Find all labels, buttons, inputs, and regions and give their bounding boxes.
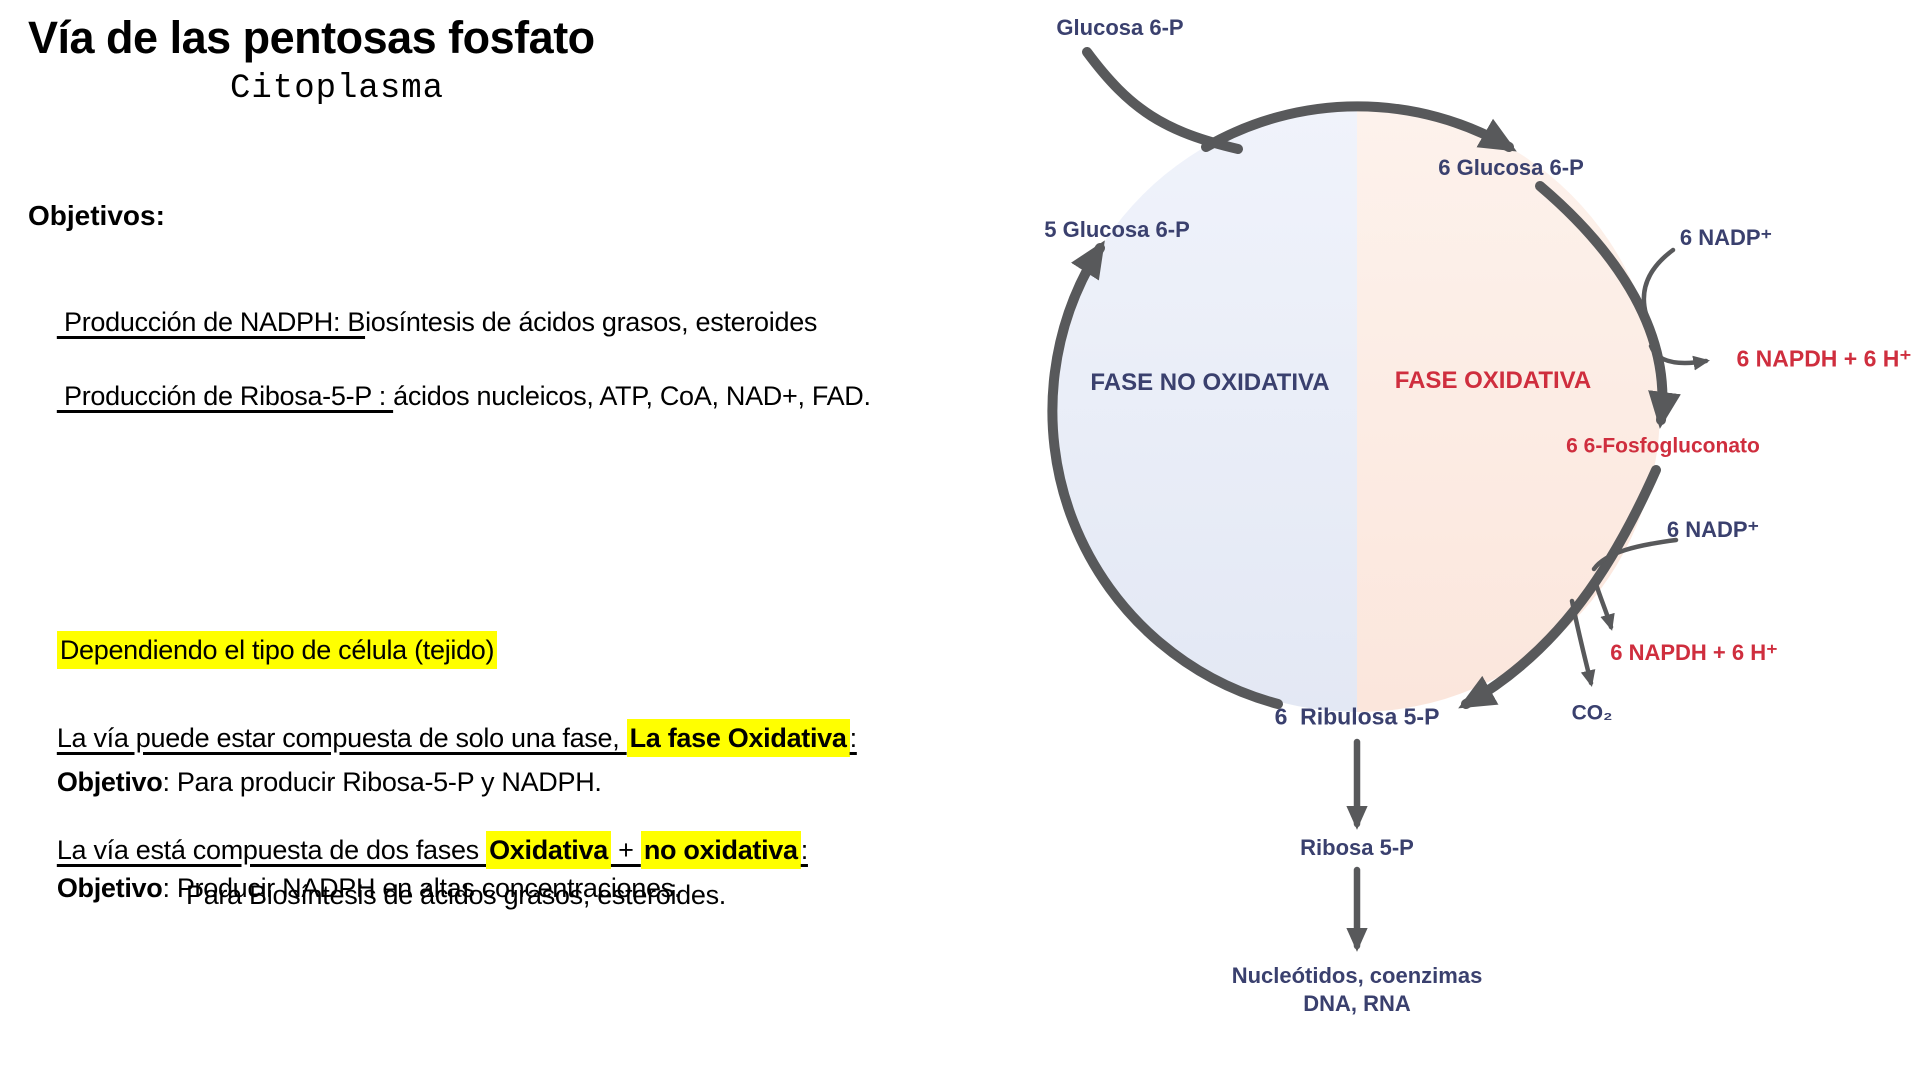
para2-line3: Para Biosíntesis de ácidos grasos, ester… bbox=[186, 880, 726, 910]
subtitle-citoplasma: Citoplasma bbox=[230, 70, 445, 108]
glucosa-feed-arrow bbox=[1082, 47, 1243, 154]
para1-line2: Objetivo: Para producir Ribosa-5-P y NAD… bbox=[28, 736, 602, 829]
oxidative-arc2-arrow bbox=[1458, 465, 1661, 709]
label-6-ribulosa-5p: 6 Ribulosa 5-P bbox=[1274, 703, 1440, 730]
bullet-nadph-underlined: Producción de NADPH: B bbox=[56, 307, 366, 337]
label-nadp-2: 6 NADP⁺ bbox=[1666, 516, 1760, 542]
bullet-ribosa-underlined: Producción de Ribosa-5-P : bbox=[56, 381, 394, 411]
cell-type-note: Dependiendo el tipo de célula (tejido) bbox=[28, 604, 498, 697]
para2-line1: La vía está compuesta de dos fases Oxida… bbox=[28, 804, 808, 897]
label-nucleotidos-coenzimas: Nucleótidos, coenzimas bbox=[1231, 962, 1483, 988]
nadph1-out-arrow bbox=[1648, 343, 1710, 371]
para2-plus: + bbox=[610, 835, 641, 865]
nadp1-in-curve bbox=[1641, 247, 1676, 317]
para1-objective-label: Objetivo bbox=[56, 767, 163, 797]
label-ribosa-5p: Ribosa 5-P bbox=[1300, 834, 1414, 860]
oxidative-arc1-arrow bbox=[1535, 181, 1681, 429]
label-5-glucosa-6p: 5 Glucosa 6-P bbox=[1044, 216, 1190, 242]
label-fase-no-oxidativa: FASE NO OXIDATIVA bbox=[1090, 368, 1330, 396]
pentose-pathway-diagram: Glucosa 6-P 5 Glucosa 6-P 6 Glucosa 6-P … bbox=[800, 0, 1920, 1080]
para1-lead: La vía puede estar compuesta de solo una… bbox=[56, 723, 627, 753]
top-arc-arrow bbox=[1201, 101, 1517, 152]
label-co2: CO₂ bbox=[1571, 701, 1613, 725]
para1-line1: La vía puede estar compuesta de solo una… bbox=[28, 692, 857, 785]
label-dna-rna: DNA, RNA bbox=[1303, 990, 1411, 1016]
para2-objective-text: : Producir NADPH en altas concentracione… bbox=[162, 873, 682, 903]
oxidative-half-circle bbox=[1357, 106, 1660, 712]
para2-highlight-no-oxidativa: no oxidativa bbox=[640, 831, 801, 869]
pathway-diagram-svg bbox=[1047, 47, 1710, 952]
bullet-nadph: Producción de NADPH: Biosíntesis de ácid… bbox=[28, 276, 817, 369]
cycle-arrows bbox=[1047, 47, 1681, 709]
label-6-fosfogluconato: 6 6-Fosfogluconato bbox=[1566, 434, 1760, 458]
bullet-ribosa-rest: ácidos nucleicos, ATP, CoA, NAD+, FAD. bbox=[393, 381, 871, 411]
para2-highlight-oxidativa: Oxidativa bbox=[486, 831, 611, 869]
label-nadp-1: 6 NADP⁺ bbox=[1679, 224, 1773, 250]
label-nadph-2: 6 NAPDH + 6 H⁺ bbox=[1610, 639, 1778, 665]
label-6-glucosa-6p: 6 Glucosa 6-P bbox=[1438, 154, 1584, 180]
cell-type-note-highlight: Dependiendo el tipo de célula (tejido) bbox=[56, 631, 498, 669]
bullet-nadph-rest: iosíntesis de ácidos grasos, esteroides bbox=[365, 307, 818, 337]
para2-line2: Objetivo: Producir NADPH en altas concen… bbox=[28, 842, 682, 935]
para2-objective-label: Objetivo bbox=[56, 873, 163, 903]
non-oxidative-half-circle bbox=[1054, 106, 1357, 712]
label-fase-oxidativa: FASE OXIDATIVA bbox=[1394, 366, 1592, 394]
cofactor-arrows bbox=[1569, 247, 1710, 687]
para1-colon: : bbox=[849, 723, 858, 753]
bullet-ribosa: Producción de Ribosa-5-P : ácidos nuclei… bbox=[28, 350, 871, 443]
nadp2-in-curve bbox=[1591, 537, 1679, 572]
para1-highlight: La fase Oxidativa bbox=[626, 719, 850, 757]
non-oxidative-return-arrow bbox=[1047, 240, 1283, 709]
para1-objective-text: : Para producir Ribosa-5-P y NADPH. bbox=[162, 767, 602, 797]
para2-lead: La vía está compuesta de dos fases bbox=[56, 835, 487, 865]
objectives-heading: Objetivos: bbox=[28, 200, 165, 231]
page-title: Vía de las pentosas fosfato bbox=[28, 12, 595, 63]
label-glucosa-6p-input: Glucosa 6-P bbox=[1056, 14, 1184, 40]
label-nadph-1: 6 NAPDH + 6 H⁺ bbox=[1736, 345, 1912, 372]
co2-out-arrow bbox=[1569, 598, 1596, 687]
nadph2-out-arrow bbox=[1592, 578, 1615, 631]
para2-colon: : bbox=[800, 835, 809, 865]
